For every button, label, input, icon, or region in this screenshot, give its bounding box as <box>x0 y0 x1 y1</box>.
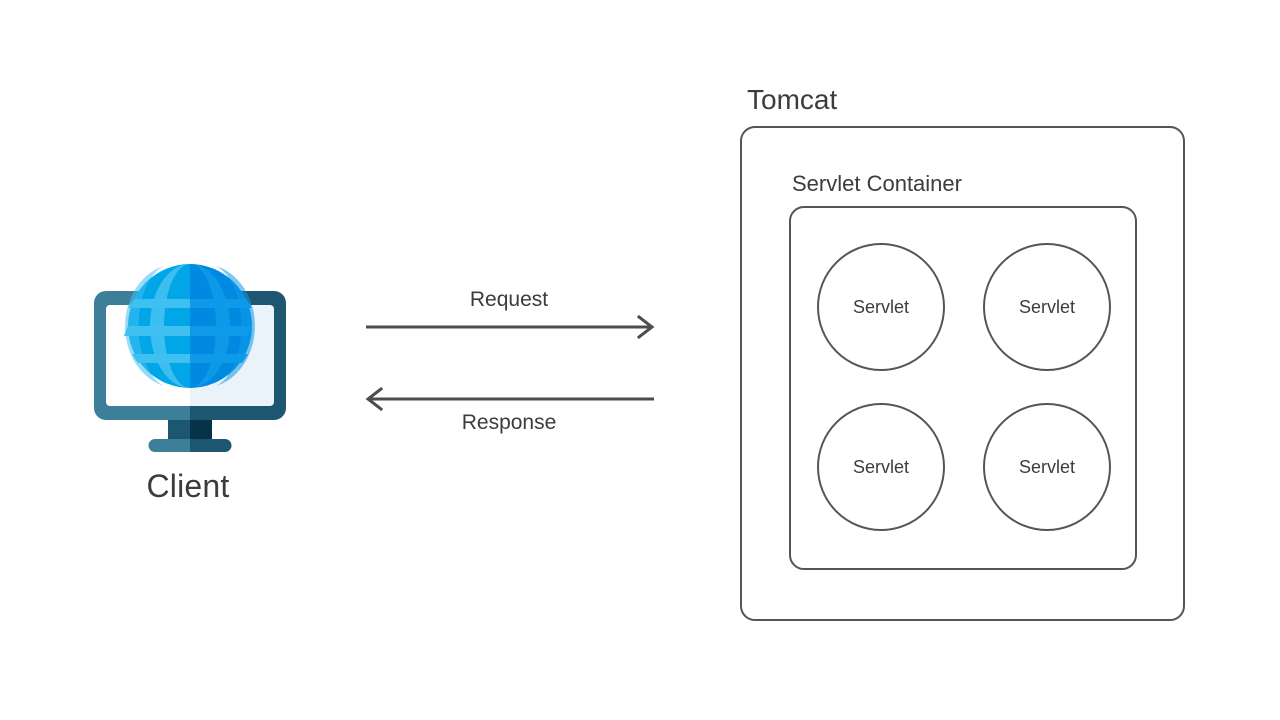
request-label: Request <box>469 288 549 311</box>
client-group: Client <box>0 0 380 520</box>
servlet-label: Servlet <box>852 297 910 317</box>
servlet-container-boundary-box <box>789 206 1137 570</box>
servlet-label: Servlet <box>1018 297 1076 317</box>
client-label: Client <box>146 468 230 504</box>
servlet-label: Servlet <box>1018 457 1076 477</box>
servlet-node: Servlet <box>817 403 945 531</box>
tomcat-title: Tomcat <box>747 84 838 115</box>
tomcat-group: Tomcat Servlet Container Servlet Servlet… <box>735 80 1205 640</box>
response-label: Response <box>461 411 557 434</box>
tomcat-boundary-box <box>740 126 1185 621</box>
response-arrow <box>365 386 654 412</box>
servlet-node: Servlet <box>817 243 945 371</box>
globe-monitor-icon <box>92 258 288 454</box>
servlet-node: Servlet <box>983 403 1111 531</box>
flow-arrows <box>365 314 655 412</box>
servlet-label: Servlet <box>852 457 910 477</box>
flow-group: Request Response <box>340 270 680 450</box>
request-arrow <box>366 314 655 340</box>
servlet-container-title: Servlet Container <box>792 171 962 196</box>
servlet-node: Servlet <box>983 243 1111 371</box>
